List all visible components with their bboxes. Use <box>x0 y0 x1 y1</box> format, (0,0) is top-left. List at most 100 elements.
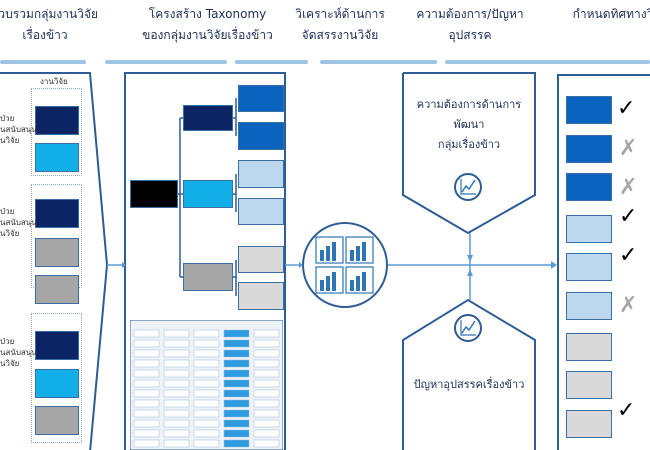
group-title: งานวิจัย <box>40 77 68 86</box>
header-line: จัดสรรงานวิจัย <box>301 28 379 42</box>
divider <box>235 60 308 64</box>
header-line: เรื่องข้าว <box>22 28 68 42</box>
table-cell <box>223 399 250 408</box>
table-cell <box>163 329 190 338</box>
group-label: ป่วยนสนับสนุนนวิจัย <box>0 336 37 369</box>
table-cell <box>163 419 190 428</box>
check-icon: ✓ <box>617 96 636 121</box>
label-line: ป่วย <box>0 337 15 346</box>
table-cell <box>163 439 190 448</box>
table-cell <box>223 329 250 338</box>
research-item <box>35 143 79 172</box>
check-icon: ✓ <box>619 243 638 268</box>
cross-icon: ✗ <box>619 293 638 318</box>
header-direction: กำหนดทิศทางวิจัย <box>555 4 650 25</box>
table-cell <box>193 429 220 438</box>
research-item <box>35 238 79 267</box>
table-cell <box>253 359 280 368</box>
taxonomy-table <box>130 320 283 450</box>
direction-item <box>566 253 612 281</box>
table-cell <box>163 409 190 418</box>
table-cell <box>193 369 220 378</box>
taxonomy-leaf <box>238 160 284 188</box>
table-cell <box>133 369 160 378</box>
header-analysis: วิเคราะห์ด้านการจัดสรรงานวิจัย <box>285 4 395 46</box>
direction-item <box>566 96 612 124</box>
table-cell <box>223 369 250 378</box>
table-cell <box>223 379 250 388</box>
needs-line: กลุ่มเรื่องข้าว <box>437 138 501 151</box>
check-icon: ✓ <box>619 204 638 229</box>
needs-text: ความต้องการด้านการพัฒนากลุ่มเรื่องข้าว <box>403 95 535 155</box>
table-cell <box>163 399 190 408</box>
label-line: นสนับสนุน <box>0 125 37 134</box>
direction-item <box>566 371 612 399</box>
table-cell <box>223 389 250 398</box>
taxonomy-leaf <box>238 246 284 273</box>
direction-item <box>566 333 612 361</box>
table-cell <box>253 329 280 338</box>
table-cell <box>253 429 280 438</box>
trend-chart-icon <box>454 173 482 201</box>
cross-icon: ✗ <box>619 175 638 200</box>
research-item <box>35 331 79 360</box>
divider <box>445 60 650 64</box>
table-cell <box>253 399 280 408</box>
research-item <box>35 199 79 228</box>
table-cell <box>163 359 190 368</box>
table-cell <box>253 339 280 348</box>
table-cell <box>193 359 220 368</box>
table-cell <box>223 339 250 348</box>
table-cell <box>133 389 160 398</box>
bar-chart-grid-icon <box>315 236 374 294</box>
table-cell <box>133 409 160 418</box>
table-cell <box>193 399 220 408</box>
label-line: ป่วย <box>0 207 15 216</box>
label-line: ป่วย <box>0 114 15 123</box>
research-group <box>31 88 82 176</box>
table-cell <box>133 349 160 358</box>
table-cell <box>163 389 190 398</box>
header-line: วิเคราะห์ด้านการ <box>295 7 385 21</box>
label-line: นวิจัย <box>0 136 20 145</box>
direction-item <box>566 215 612 243</box>
table-cell <box>193 379 220 388</box>
table-cell <box>133 379 160 388</box>
table-cell <box>253 439 280 448</box>
table-cell <box>253 419 280 428</box>
header-line: อุปสรรค <box>448 28 492 42</box>
taxonomy-leaf <box>238 85 284 112</box>
research-item <box>35 106 79 135</box>
direction-item <box>566 135 612 163</box>
header-line: ของกลุ่มงานวิจัยเรื่องข้าว <box>142 28 273 42</box>
trend-chart-icon <box>454 314 482 342</box>
check-icon: ✓ <box>617 398 636 423</box>
table-cell <box>133 429 160 438</box>
table-cell <box>223 439 250 448</box>
table-cell <box>133 339 160 348</box>
research-item <box>35 369 79 398</box>
table-cell <box>223 429 250 438</box>
table-cell <box>133 419 160 428</box>
table-cell <box>193 329 220 338</box>
group-label: ป่วยนสนับสนุนนวิจัย <box>0 206 37 239</box>
research-item <box>35 275 79 304</box>
header-line: กำหนดทิศทางวิจัย <box>572 7 650 21</box>
table-cell <box>133 439 160 448</box>
needs-line: ความต้องการด้านการพัฒนา <box>416 98 522 131</box>
table-cell <box>193 339 220 348</box>
table-cell <box>193 389 220 398</box>
header-needs-problems: ความต้องการ/ปัญหาอุปสรรค <box>400 4 540 46</box>
table-cell <box>223 359 250 368</box>
direction-item <box>566 410 612 438</box>
header-line: รวบรวมกลุ่มงานวิจัย <box>0 7 99 21</box>
table-cell <box>193 409 220 418</box>
direction-item <box>566 292 612 320</box>
divider <box>320 60 437 64</box>
taxonomy-leaf <box>238 198 284 225</box>
table-cell <box>163 369 190 378</box>
table-cell <box>163 349 190 358</box>
divider <box>0 60 86 64</box>
header-collect-research: รวบรวมกลุ่มงานวิจัยเรื่องข้าว <box>0 4 110 46</box>
